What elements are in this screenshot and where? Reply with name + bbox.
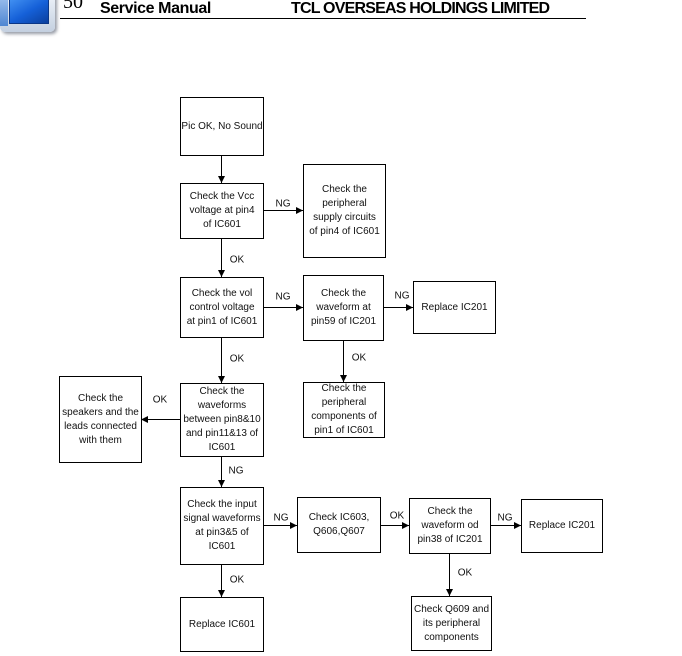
replace-ic601-node: Replace IC601 [180,597,264,652]
edge-label-vol-to-pin59: NG [276,292,291,303]
start-node-text: Pic OK, No Sound [181,120,263,132]
check-vcc-text: Check the Vcc voltage at pin4 of IC601 [189,191,255,230]
replace-ic201-text-b: Replace IC201 [528,520,596,531]
check-waveforms-text: Check the waveforms between pin8&10 and … [183,386,261,453]
replace-ic201-node-a: Replace IC201 [413,281,496,334]
check-ic603-text: Check IC603, Q606,Q607 [308,512,370,537]
edge-label-vcc-to-vol: OK [230,255,245,266]
check-input-text: Check the input signal waveforms at pin3… [183,499,261,552]
document-title: Service Manual [100,0,211,17]
tv-monitor-icon [0,0,57,35]
edge-label-vcc-to-supply: NG [276,199,291,210]
check-ic603-node: Check IC603, Q606,Q607 [297,497,381,553]
page-number: 50 [63,0,83,13]
edge-label-ic603-to-pin38: OK [390,511,405,522]
replace-ic201-node-b: Replace IC201 [521,499,603,553]
check-pin1-components-text: Check the peripheral components of pin1 … [311,383,377,436]
check-pin59-text: Check the waveform at pin59 of IC201 [310,288,377,327]
check-q609-text: Check Q609 and its peripheral components [413,603,490,643]
edge-label-waveforms-to-input: NG [229,466,244,477]
replace-ic601-text: Replace IC601 [188,618,256,630]
check-pin1-components-node: Check the peripheral components of pin1 … [303,382,385,438]
logo-side [0,0,8,26]
logo-screen [9,0,49,24]
check-speakers-text: Check the speakers and the leads connect… [62,392,139,446]
check-vol-text: Check the vol control voltage at pin1 of… [186,287,258,327]
replace-ic201-text-a: Replace IC201 [421,301,488,313]
start-node: Pic OK, No Sound [180,97,264,156]
edge-label-pin59-to-pin1-components: OK [352,353,367,364]
edge-label-pin59-to-replace-ic201: NG [395,291,410,302]
edge-label-input-to-ic603: NG [274,513,289,524]
edge-label-pin38-to-q609: OK [458,568,473,579]
edge-label-input-to-replace-ic601: OK [230,575,245,586]
check-supply-node: Check the peripheral supply circuits of … [303,164,386,258]
check-vcc-node: Check the Vcc voltage at pin4 of IC601 [180,183,264,239]
edge-label-pin38-to-replace-ic201: NG [498,513,513,524]
header-divider [60,18,586,19]
check-supply-text: Check the peripheral supply circuits of … [309,184,380,237]
check-waveforms-node: Check the waveforms between pin8&10 and … [180,383,264,457]
check-pin38-text: Check the waveform od pin38 of IC201 [417,506,483,545]
check-pin59-node: Check the waveform at pin59 of IC201 [303,275,384,341]
edge-label-vol-to-waveforms: OK [230,354,245,365]
company-name: TCL OVERSEAS HOLDINGS LIMITED [291,0,550,17]
edge-label-waveforms-to-speakers: OK [153,395,168,406]
check-speakers-node: Check the speakers and the leads connect… [59,376,142,463]
check-input-node: Check the input signal waveforms at pin3… [180,487,264,565]
check-vol-node: Check the vol control voltage at pin1 of… [180,277,264,338]
check-pin38-node: Check the waveform od pin38 of IC201 [409,498,491,554]
check-q609-node: Check Q609 and its peripheral components [411,596,492,651]
